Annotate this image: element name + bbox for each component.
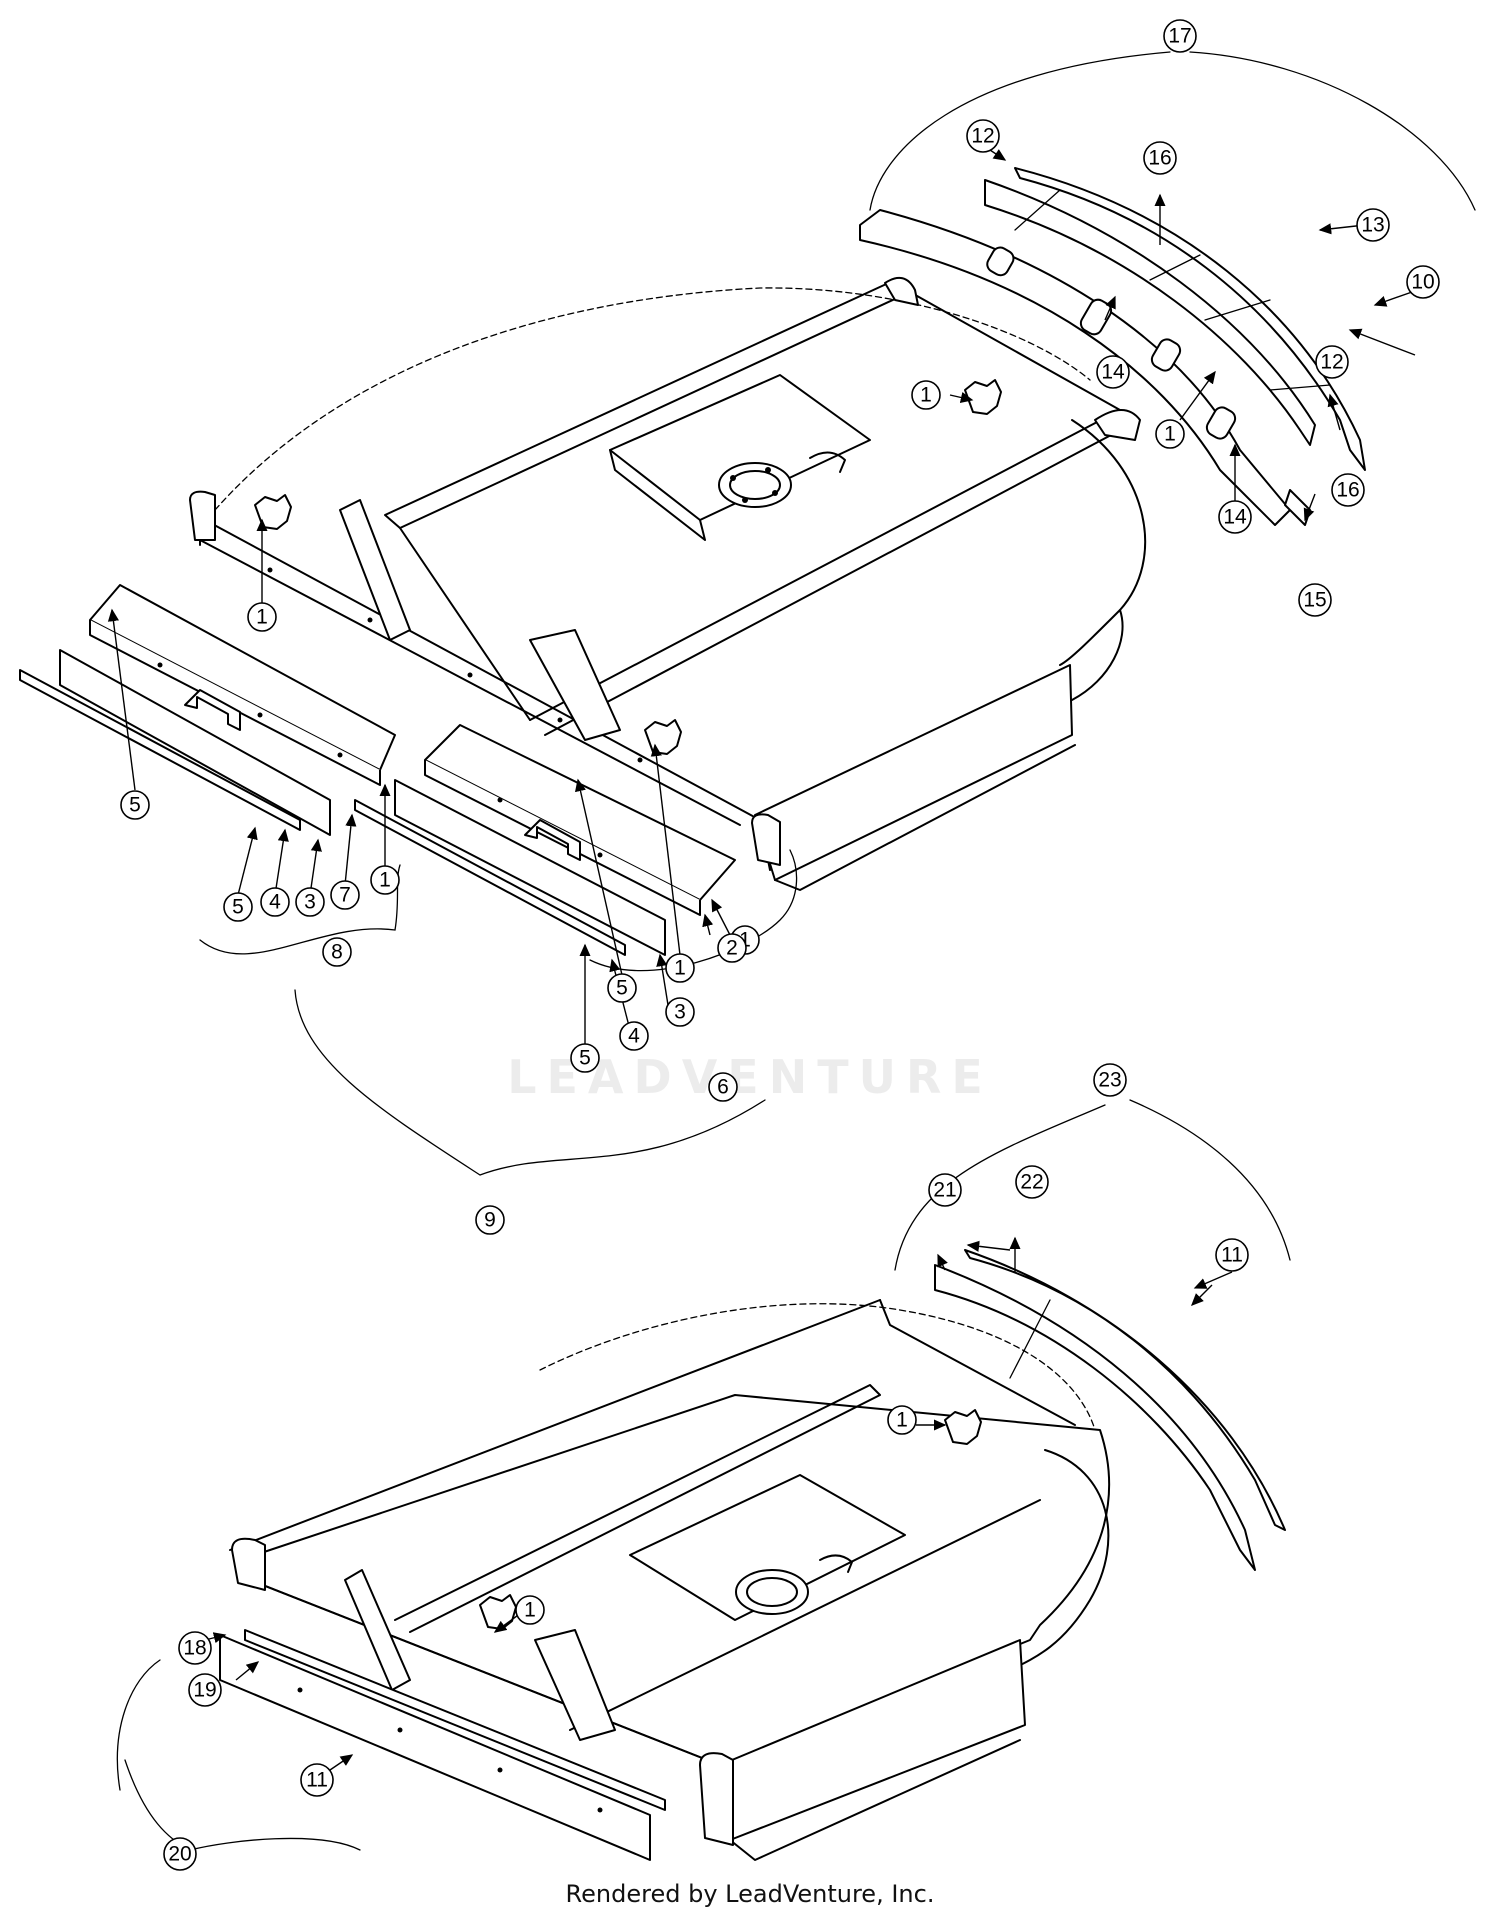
callout-1-b: 1 bbox=[911, 380, 941, 410]
callout-5-d: 5 bbox=[570, 1043, 600, 1073]
callout-15: 15 bbox=[1298, 583, 1332, 617]
callout-18: 18 bbox=[178, 1631, 212, 1665]
callout-1-h: 1 bbox=[515, 1595, 545, 1625]
callout-2: 2 bbox=[717, 933, 747, 963]
svg-text:8: 8 bbox=[331, 941, 343, 964]
callout-21: 21 bbox=[928, 1173, 962, 1207]
svg-text:1: 1 bbox=[1164, 423, 1176, 446]
callout-5-b: 5 bbox=[223, 892, 253, 922]
svg-text:4: 4 bbox=[269, 891, 281, 914]
svg-text:13: 13 bbox=[1361, 214, 1384, 237]
leader-arrows bbox=[107, 149, 1416, 1771]
svg-text:5: 5 bbox=[579, 1047, 591, 1070]
svg-text:22: 22 bbox=[1020, 1171, 1043, 1194]
callout-1-d: 1 bbox=[370, 865, 400, 895]
callout-16-b: 16 bbox=[1331, 473, 1365, 507]
callout-14-b: 14 bbox=[1218, 500, 1252, 534]
svg-text:17: 17 bbox=[1168, 25, 1191, 48]
svg-text:5: 5 bbox=[129, 794, 141, 817]
svg-text:18: 18 bbox=[183, 1637, 206, 1660]
callout-1-g: 1 bbox=[887, 1405, 917, 1435]
svg-text:23: 23 bbox=[1098, 1069, 1121, 1092]
svg-text:16: 16 bbox=[1336, 479, 1359, 502]
svg-text:21: 21 bbox=[933, 1179, 956, 1202]
svg-text:1: 1 bbox=[379, 869, 391, 892]
svg-text:1: 1 bbox=[524, 1599, 536, 1622]
decal-gear bbox=[254, 494, 292, 530]
front-baffle-assembly bbox=[19, 584, 736, 956]
callout-3-a: 3 bbox=[295, 887, 325, 917]
callout-4-b: 4 bbox=[619, 1021, 649, 1051]
svg-text:5: 5 bbox=[616, 977, 628, 1000]
group-braces bbox=[116, 51, 1476, 1851]
callout-5-c: 5 bbox=[607, 973, 637, 1003]
svg-text:1: 1 bbox=[674, 957, 686, 980]
lower-mower-deck bbox=[219, 1249, 1286, 1861]
upper-mower-deck bbox=[189, 276, 1147, 891]
svg-text:7: 7 bbox=[339, 884, 351, 907]
svg-text:1: 1 bbox=[256, 606, 268, 629]
svg-text:1: 1 bbox=[896, 1409, 908, 1432]
callout-6: 6 bbox=[708, 1072, 738, 1102]
svg-text:6: 6 bbox=[717, 1076, 729, 1099]
svg-text:11: 11 bbox=[1221, 1244, 1243, 1267]
callout-12-b: 12 bbox=[1315, 345, 1349, 379]
svg-text:20: 20 bbox=[168, 1843, 191, 1866]
callout-17: 17 bbox=[1163, 19, 1197, 53]
svg-text:11: 11 bbox=[306, 1769, 328, 1792]
svg-text:10: 10 bbox=[1411, 271, 1434, 294]
svg-text:5: 5 bbox=[232, 896, 244, 919]
svg-text:14: 14 bbox=[1101, 361, 1125, 384]
svg-text:19: 19 bbox=[193, 1679, 216, 1702]
callout-11-a: 11 bbox=[1215, 1238, 1249, 1272]
svg-text:1: 1 bbox=[739, 929, 751, 952]
svg-text:9: 9 bbox=[484, 1209, 496, 1232]
rear-baffle-assembly bbox=[859, 167, 1366, 526]
svg-text:12: 12 bbox=[971, 125, 994, 148]
svg-text:12: 12 bbox=[1320, 351, 1343, 374]
callout-8: 8 bbox=[322, 937, 352, 967]
callout-1-a: 1 bbox=[247, 602, 277, 632]
svg-text:14: 14 bbox=[1223, 506, 1247, 529]
callout-1-e: 1 bbox=[665, 953, 695, 983]
callout-12-a: 12 bbox=[966, 119, 1000, 153]
callout-23: 23 bbox=[1093, 1063, 1127, 1097]
callout-5-a: 5 bbox=[120, 790, 150, 820]
callout-4-a: 4 bbox=[260, 887, 290, 917]
callout-10: 10 bbox=[1406, 265, 1440, 299]
callout-3-b: 3 bbox=[665, 997, 695, 1027]
svg-text:16: 16 bbox=[1148, 147, 1171, 170]
footer-credit: Rendered by LeadVenture, Inc. bbox=[565, 1880, 935, 1908]
callout-14-a: 14 bbox=[1096, 355, 1130, 389]
callout-13: 13 bbox=[1356, 208, 1390, 242]
svg-text:2: 2 bbox=[726, 937, 738, 960]
svg-text:15: 15 bbox=[1303, 589, 1326, 612]
callout-22: 22 bbox=[1015, 1165, 1049, 1199]
svg-text:4: 4 bbox=[628, 1025, 640, 1048]
callout-9: 9 bbox=[475, 1205, 505, 1235]
svg-text:1: 1 bbox=[920, 384, 932, 407]
callout-16-a: 16 bbox=[1143, 141, 1177, 175]
callout-7: 7 bbox=[330, 880, 360, 910]
svg-text:3: 3 bbox=[304, 891, 316, 914]
callout-19: 19 bbox=[188, 1673, 222, 1707]
svg-text:3: 3 bbox=[674, 1001, 686, 1024]
callout-11-b: 11 bbox=[300, 1763, 334, 1797]
callout-20: 20 bbox=[163, 1837, 197, 1871]
callout-1-c: 1 bbox=[1155, 419, 1185, 449]
